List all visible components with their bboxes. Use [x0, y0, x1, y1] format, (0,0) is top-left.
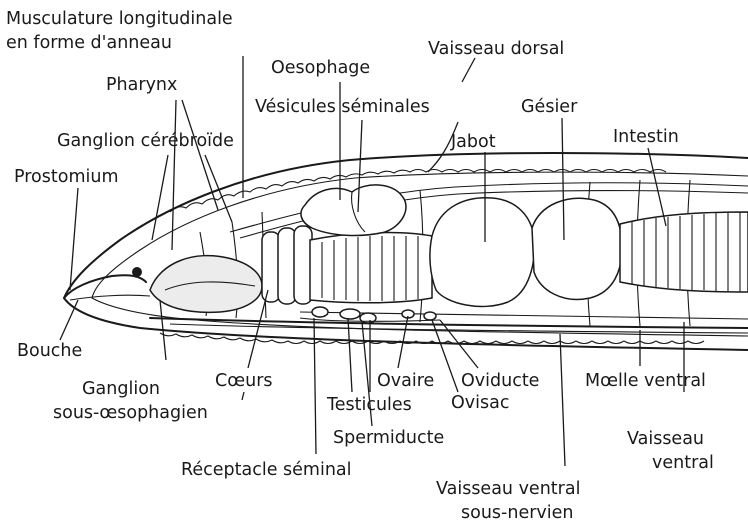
leader-vaisseau-sous [560, 334, 565, 466]
label-pharynx: Pharynx [106, 75, 177, 95]
label-ovisac: Ovisac [451, 393, 509, 413]
label-musculature-1: Musculature longitudinale [6, 9, 233, 29]
label-jabot: Jabot [450, 132, 496, 152]
label-vaisseau-sous-2: sous-nervien [461, 503, 573, 523]
label-vaisseau-sous-1: Vaisseau ventral [436, 479, 580, 499]
cerebral-ganglion [132, 267, 142, 277]
leader-vaisseau-dorsal [462, 58, 475, 82]
leader-sous-tick [242, 392, 244, 400]
label-ganglion-cerebroide: Ganglion cérébroïde [57, 131, 234, 151]
label-ovaire: Ovaire [377, 371, 434, 391]
label-musculature-2: en forme d'anneau [6, 33, 172, 53]
leader-ganglion-cerebroide-2 [205, 155, 232, 222]
label-oviducte: Oviducte [461, 371, 539, 391]
label-spermiducte: Spermiducte [333, 428, 444, 448]
label-oesophage: Oesophage [271, 58, 370, 78]
oesophagus-organ [310, 233, 432, 303]
hearts [262, 226, 312, 304]
label-vesicules: Vésicules séminales [255, 97, 430, 117]
crop-jabot [430, 198, 534, 307]
label-bouche: Bouche [17, 341, 82, 361]
leader-ganglion-cerebroide [152, 155, 168, 240]
gizzard-gesier [532, 198, 622, 299]
intestine-organ [620, 212, 748, 292]
leader-pharynx-2 [182, 100, 218, 210]
leader-testicules-1 [348, 318, 352, 392]
mouth-opening [70, 295, 150, 300]
label-vaisseau-ventral-1: Vaisseau [627, 429, 704, 449]
leader-pharynx-1 [172, 100, 176, 250]
label-moelle-ventrale: Mœlle ventral [585, 371, 706, 391]
label-prostomium: Prostomium [14, 167, 119, 187]
leader-bouche [60, 300, 78, 340]
label-gesier: Gésier [521, 97, 578, 117]
label-vaisseau-dorsal: Vaisseau dorsal [428, 39, 564, 59]
organs [132, 185, 748, 323]
label-coeurs: Cœurs [215, 371, 273, 391]
label-ganglion-sous-1: Ganglion [82, 379, 160, 399]
label-receptacle: Réceptacle séminal [181, 460, 352, 480]
label-ganglion-sous-2: sous-œsophagien [53, 403, 208, 423]
label-vaisseau-ventral-2: ventral [652, 453, 714, 473]
leader-intestin [648, 148, 666, 226]
leader-prostomium [70, 188, 78, 290]
label-testicules: Testicules [326, 395, 412, 415]
label-intestin: Intestin [613, 127, 679, 147]
